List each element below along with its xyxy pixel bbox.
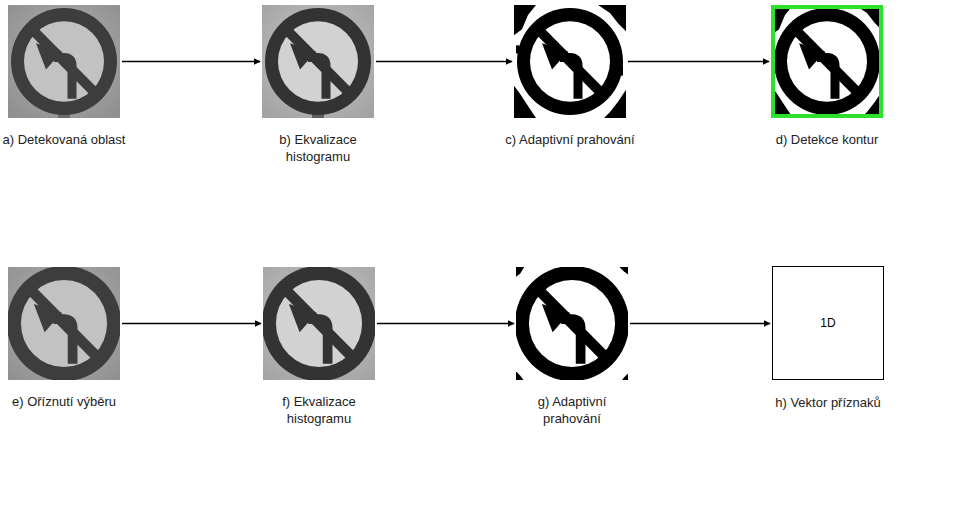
step-caption: d) Detekce kontur (742, 132, 912, 149)
sign-photo (8, 5, 120, 118)
step-caption: a) Detekovaná oblast (0, 132, 149, 149)
vector-label: 1D (820, 316, 835, 330)
connectors (122, 62, 770, 324)
flow-arrow (628, 61, 769, 63)
image-panel: g) Adaptivní prahování (516, 267, 628, 380)
step-caption: c) Adaptivní prahování (485, 132, 655, 149)
flow-arrow (122, 323, 261, 325)
feature-vector-box: 1Dh) Vektor příznaků (772, 266, 884, 380)
flow-arrow (122, 61, 260, 63)
image-panel: f) Ekvalizace histogramu (263, 267, 375, 380)
flow-arrow (377, 323, 514, 325)
image-panel: c) Adaptivní prahování (514, 5, 626, 118)
step-caption: f) Ekvalizace histogramu (259, 394, 379, 428)
flow-arrow (376, 61, 512, 63)
image-panel: a) Detekovaná oblast (8, 5, 120, 118)
image-panel: d) Detekce kontur (771, 5, 883, 118)
image-panel: e) Oříznutí výběru (8, 267, 120, 380)
image-panel: b) Ekvalizace histogramu (262, 5, 374, 118)
sign-contour (771, 5, 883, 118)
step-caption: h) Vektor příznaků (743, 395, 913, 412)
sign-cropped (4, 263, 125, 385)
flow-arrow (630, 323, 770, 325)
sign-threshold (514, 5, 626, 118)
step-caption: e) Oříznutí výběru (0, 394, 149, 411)
sign-equalized (259, 263, 380, 385)
sign-equalized (262, 5, 374, 118)
sign-threshold (512, 263, 633, 385)
step-caption: g) Adaptivní prahování (512, 394, 632, 428)
step-caption: b) Ekvalizace histogramu (258, 132, 378, 166)
